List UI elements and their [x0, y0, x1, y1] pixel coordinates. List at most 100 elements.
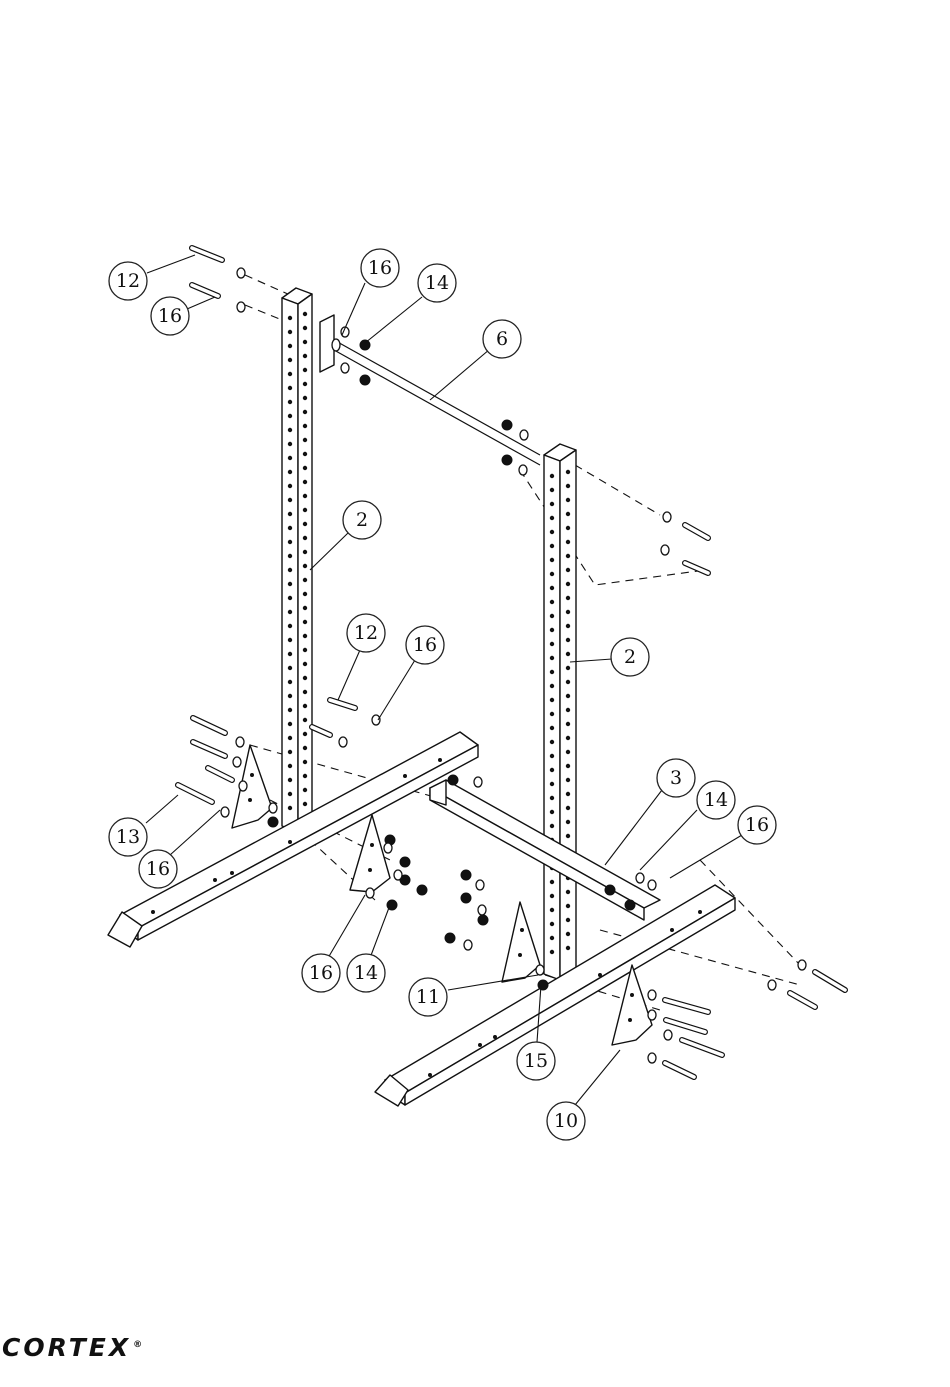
bolt-body [178, 785, 212, 802]
upright-hole [550, 768, 554, 772]
nut [417, 885, 427, 895]
upright-hole [550, 670, 554, 674]
upright-hole [288, 414, 292, 418]
upright-hole [566, 792, 570, 796]
upright-hole [566, 806, 570, 810]
upright-hole [303, 550, 307, 554]
svg-text:13: 13 [116, 826, 140, 848]
callout-13: 13 [109, 818, 147, 856]
washer [269, 803, 277, 813]
upright-hole [303, 438, 307, 442]
callout-2-right: 2 [611, 638, 649, 676]
washer [366, 888, 374, 898]
callout-16-top-left: 16 [151, 297, 189, 335]
upright-hole [566, 736, 570, 740]
upright-hole [303, 396, 307, 400]
upright-hole [303, 690, 307, 694]
nut [360, 340, 370, 350]
upright-hole [303, 382, 307, 386]
upright-hole [288, 778, 292, 782]
upright-hole [288, 344, 292, 348]
upright-right [544, 444, 576, 980]
upright-hole [303, 494, 307, 498]
upright-hole [566, 722, 570, 726]
upright-hole [550, 530, 554, 534]
brand-name: CORTEX [2, 1333, 131, 1362]
svg-text:11: 11 [416, 986, 440, 1008]
bolt-body [192, 285, 218, 296]
leader-lines [146, 255, 742, 1105]
upright-hole [288, 372, 292, 376]
svg-text:2: 2 [624, 646, 636, 668]
upright-hole [288, 764, 292, 768]
upright-hole [303, 340, 307, 344]
upright-hole [566, 918, 570, 922]
upright-hole [303, 536, 307, 540]
upright-hole [550, 698, 554, 702]
svg-text:14: 14 [425, 272, 449, 294]
upright-hole [550, 796, 554, 800]
upright-hole [566, 932, 570, 936]
upright-hole [550, 880, 554, 884]
upright-hole [566, 638, 570, 642]
svg-text:14: 14 [354, 962, 378, 984]
svg-text:12: 12 [354, 622, 378, 644]
upright-hole [566, 498, 570, 502]
upright-hole [566, 680, 570, 684]
upright-hole [303, 732, 307, 736]
nut [448, 775, 458, 785]
nut [400, 857, 410, 867]
svg-text:12: 12 [116, 270, 140, 292]
upright-hole [303, 774, 307, 778]
upright-hole [550, 684, 554, 688]
nut [625, 900, 635, 910]
washer [221, 807, 229, 817]
upright-hole [550, 656, 554, 660]
washer [661, 545, 669, 555]
upright-hole [288, 610, 292, 614]
upright-hole [288, 736, 292, 740]
callout-14-right: 14 [697, 781, 735, 819]
upright-hole [288, 652, 292, 656]
upright-hole [303, 592, 307, 596]
svg-text:3: 3 [670, 767, 682, 789]
upright-hole [303, 760, 307, 764]
washer [648, 990, 656, 1000]
washer [798, 960, 806, 970]
registered-mark: ® [133, 1340, 142, 1350]
upright-hole [288, 358, 292, 362]
washer [636, 873, 644, 883]
upright-hole [288, 456, 292, 460]
washer [236, 737, 244, 747]
upright-hole [303, 564, 307, 568]
upright-hole [566, 470, 570, 474]
upright-hole [288, 694, 292, 698]
upright-hole [550, 488, 554, 492]
upright-hole [303, 522, 307, 526]
washer [233, 757, 241, 767]
svg-text:6: 6 [496, 328, 508, 350]
upright-hole [288, 316, 292, 320]
upright-hole [566, 708, 570, 712]
washer [768, 980, 776, 990]
upright-hole [550, 894, 554, 898]
bolt-body [815, 972, 845, 990]
svg-text:2: 2 [356, 509, 368, 531]
nut [445, 933, 455, 943]
upright-hole [566, 666, 570, 670]
upright-hole [550, 474, 554, 478]
callout-15: 15 [517, 1042, 555, 1080]
washer [663, 512, 671, 522]
washer [648, 1053, 656, 1063]
upright-hole [288, 400, 292, 404]
washer [237, 302, 245, 312]
washer [384, 843, 392, 853]
upright-hole [288, 484, 292, 488]
upright-hole [288, 666, 292, 670]
upright-hole [550, 754, 554, 758]
svg-text:16: 16 [309, 962, 333, 984]
upright-hole [550, 600, 554, 604]
upright-hole [550, 726, 554, 730]
upright-hole [566, 582, 570, 586]
upright-hole [566, 652, 570, 656]
